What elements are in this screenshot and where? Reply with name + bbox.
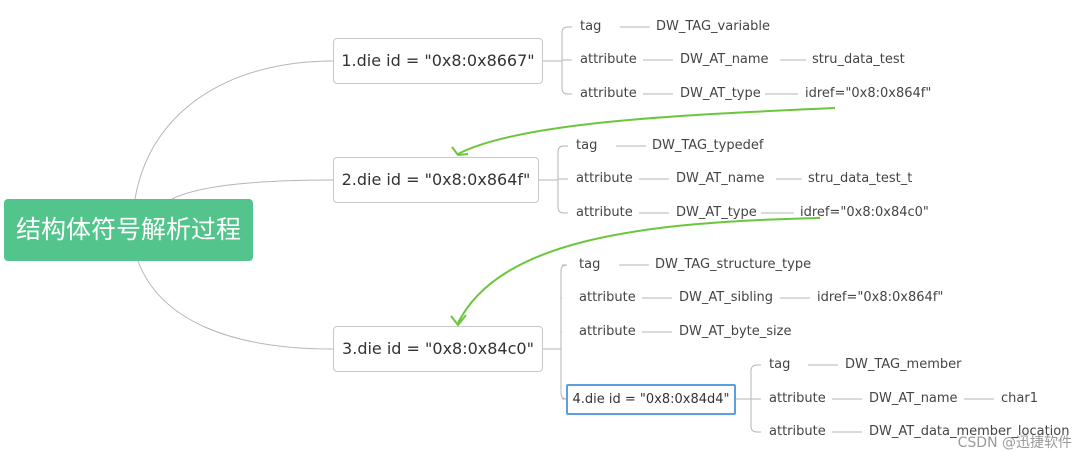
row-4-2-key: attribute: [769, 391, 826, 406]
row-2-1-key: tag: [576, 138, 598, 153]
root-link-2: [171, 179, 334, 200]
row-3-1-key: tag: [579, 257, 601, 272]
ref-arrowhead-2: [450, 314, 467, 327]
row-1-3-value: DW_AT_type: [680, 86, 761, 101]
row-2-3-value: DW_AT_type: [676, 205, 757, 220]
row-3-2-key: attribute: [579, 290, 636, 305]
root-topic[interactable]: 结构体符号解析过程: [4, 199, 253, 261]
node2-branch-1: [557, 145, 568, 153]
ref-arrow-2: [457, 217, 821, 324]
node4-branch-1: [750, 364, 761, 372]
row-4-2-extra: char1: [1001, 391, 1038, 406]
row-2-1-value: DW_TAG_typedef: [652, 138, 764, 153]
die-node-1[interactable]: 1.die id = "0x8:0x8667": [333, 38, 543, 84]
ref-arrow-1: [457, 107, 836, 155]
row-1-2-extra: stru_data_test: [812, 52, 905, 67]
die-node-4[interactable]: 4.die id = "0x8:0x84d4": [566, 384, 736, 415]
row-4-3-key: attribute: [769, 424, 826, 439]
row-4-1-value: DW_TAG_member: [845, 357, 962, 372]
node2-branch-3: [557, 206, 568, 214]
row-2-3-key: attribute: [576, 205, 633, 220]
node4-branch-3: [750, 425, 761, 433]
row-1-3-extra: idref="0x8:0x864f": [805, 86, 932, 101]
row-3-2-value: DW_AT_sibling: [679, 290, 774, 305]
row-2-2-key: attribute: [576, 171, 633, 186]
row-4-3-value: DW_AT_data_member_location: [869, 424, 1070, 439]
row-3-1-value: DW_TAG_structure_type: [655, 257, 812, 272]
ref-arrowhead-1: [451, 146, 469, 157]
row-3-3-key: attribute: [579, 324, 636, 339]
row-4-1-key: tag: [769, 357, 791, 372]
row-1-2-value: DW_AT_name: [680, 52, 769, 67]
row-1-2-key: attribute: [580, 52, 637, 67]
root-link-1: [134, 60, 334, 200]
die-node-3[interactable]: 3.die id = "0x8:0x84c0": [333, 326, 543, 372]
row-1-1-key: tag: [580, 19, 602, 34]
root-link-3: [137, 260, 334, 350]
row-1-3-key: attribute: [580, 86, 637, 101]
node1-branch-3: [561, 87, 572, 95]
row-3-2-extra: idref="0x8:0x864f": [817, 290, 944, 305]
row-2-3-extra: idref="0x8:0x84c0": [800, 205, 929, 220]
row-1-1-value: DW_TAG_variable: [656, 19, 770, 34]
die-node-2[interactable]: 2.die id = "0x8:0x864f": [333, 157, 539, 203]
row-4-2-value: DW_AT_name: [869, 391, 958, 406]
row-2-2-value: DW_AT_name: [676, 171, 765, 186]
row-2-2-extra: stru_data_test_t: [808, 171, 913, 186]
watermark: CSDN @迅捷软件: [957, 435, 1072, 451]
row-3-3-value: DW_AT_byte_size: [679, 324, 792, 339]
node3-branch-1: [560, 264, 568, 272]
node1-branch-1: [561, 26, 572, 34]
